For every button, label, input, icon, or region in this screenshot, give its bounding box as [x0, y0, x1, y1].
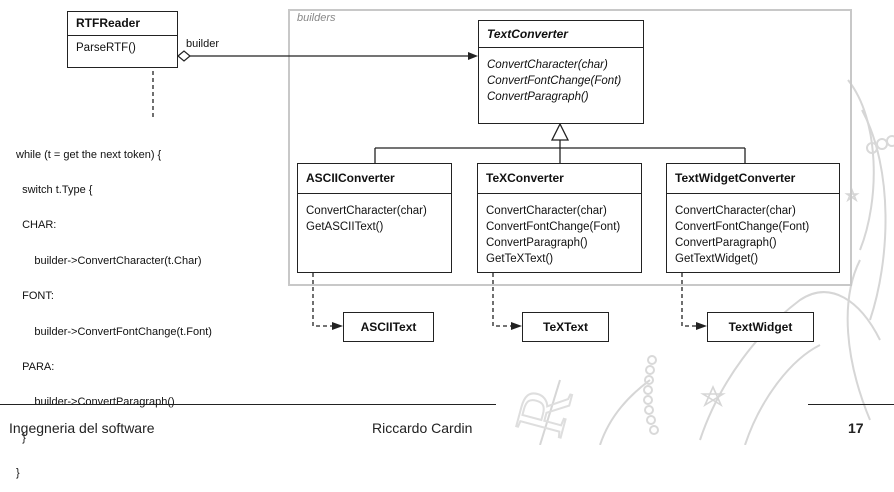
textwidget-class: TextWidget [707, 312, 814, 342]
note-line: } [16, 467, 20, 480]
method: ConvertFontChange(Font) [675, 221, 810, 233]
textwidgetconverter-class: TextWidgetConverter ConvertCharacter(cha… [666, 163, 840, 273]
method: GetTeXText() [486, 253, 554, 265]
note-line: PARA: [16, 360, 55, 373]
rtfreader-class: RTFReader ParseRTF() [67, 11, 178, 68]
builder-role-label: builder [186, 38, 220, 50]
note-line: builder->ConvertCharacter(t.Char) [16, 254, 202, 267]
package-label: builders [297, 12, 336, 24]
author-name: Riccardo Cardin [372, 420, 473, 436]
asciitext-class: ASCIIText [343, 312, 434, 342]
note-line: } [16, 431, 26, 444]
builders-package: builders [288, 9, 852, 286]
method: GetTextWidget() [675, 253, 759, 265]
textext-class: TeXText [522, 312, 609, 342]
note-line: switch t.Type { [16, 183, 93, 196]
note-line: CHAR: [16, 219, 57, 232]
texconverter-class: TeXConverter ConvertCharacter(char) Conv… [477, 163, 642, 273]
texconverter-class-name: TeXConverter [478, 164, 641, 194]
rtfreader-class-name: RTFReader [68, 12, 177, 36]
method: GetASCIIText() [306, 221, 384, 233]
note-line: builder->ConvertParagraph() [16, 396, 175, 409]
method: ConvertCharacter(char) [306, 205, 427, 217]
page-number: 17 [848, 420, 864, 436]
footer-rule [0, 404, 496, 405]
method: ConvertCharacter(char) [675, 205, 796, 217]
method: ConvertParagraph() [675, 237, 777, 249]
note-line: while (t = get the next token) { [16, 148, 162, 161]
method: ConvertFontChange(Font) [487, 75, 622, 87]
method: ConvertCharacter(char) [487, 59, 608, 71]
asciiconverter-class-name: ASCIIConverter [298, 164, 451, 194]
footer-rule-right [808, 404, 894, 405]
course-name: Ingegneria del software [9, 420, 155, 436]
textconverter-class: TextConverter ConvertCharacter(char) Con… [478, 20, 644, 124]
asciiconverter-class: ASCIIConverter ConvertCharacter(char) Ge… [297, 163, 452, 273]
method: ConvertCharacter(char) [486, 205, 607, 217]
note-line: builder->ConvertFontChange(t.Font) [16, 325, 212, 338]
method: ConvertParagraph() [487, 91, 589, 103]
pseudo-code-note: while (t = get the next token) { switch … [9, 118, 265, 479]
textwidgetconverter-class-name: TextWidgetConverter [667, 164, 839, 194]
method: ConvertParagraph() [486, 237, 588, 249]
note-line: FONT: [16, 290, 54, 303]
parsertf-method: ParseRTF() [76, 42, 136, 54]
textconverter-class-name: TextConverter [479, 21, 643, 48]
method: ConvertFontChange(Font) [486, 221, 621, 233]
relationship-lines [149, 50, 746, 330]
